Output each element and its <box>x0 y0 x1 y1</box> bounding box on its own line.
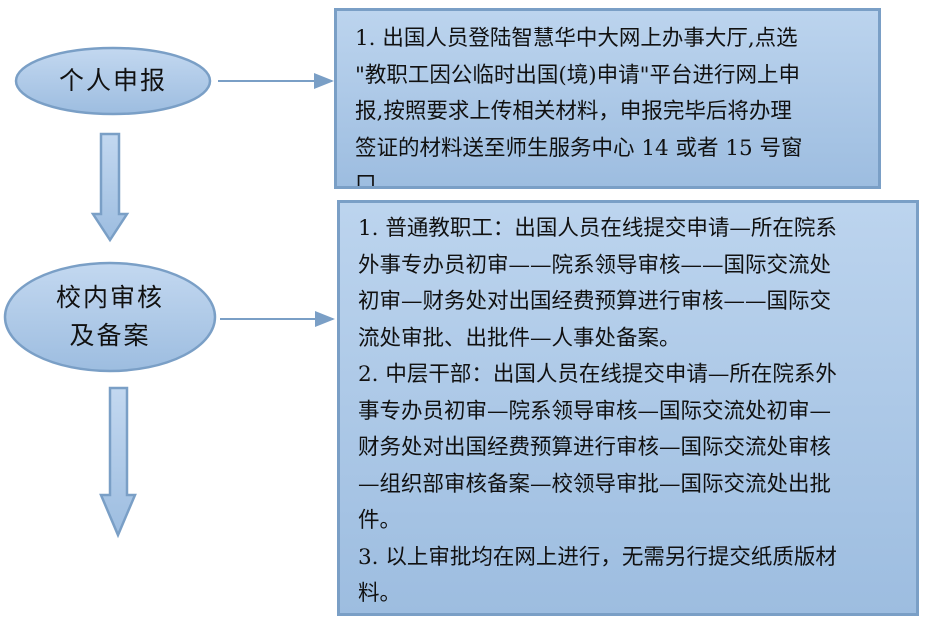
text-line: 料。 <box>358 581 402 606</box>
node-label: 校内审核 <box>55 283 164 312</box>
text-line: 初审—财务处对出国经费预算进行审核——国际交 <box>358 289 832 314</box>
text-line: 报,按照要求上传相关材料，申报完毕后将办理 <box>355 99 792 124</box>
text-line: 流处审批、出批件—人事处备案。 <box>358 325 681 351</box>
review-process-details: 1. 普通教职工：出国人员在线提交申请—所在院系 外事专办员初审——院系领导审核… <box>337 200 919 616</box>
internal-review-node: 校内审核 及备案 <box>5 263 215 371</box>
text-line: 3. 以上审批均在网上进行，无需另行提交纸质版材 <box>358 544 837 570</box>
down-arrow-2 <box>99 386 137 539</box>
text-line: "教职工因公临时出国(境)申请"平台进行网上申 <box>355 62 801 88</box>
review-node-shape <box>3 261 217 373</box>
personal-report-details: 1. 出国人员登陆智慧华中大网上办事大厅,点选 "教职工因公临时出国(境)申请"… <box>334 8 881 189</box>
personal-node-shape <box>14 46 212 116</box>
text-line: 签证的材料送至师生服务中心 14 或者 15 号窗 <box>355 135 803 161</box>
node-label: 个人申报 <box>58 66 167 95</box>
text-line: 财务处对出国经费预算进行审核—国际交流处审核 <box>358 435 832 460</box>
text-line: 事专办员初审—院系领导审核—国际交流处初审— <box>358 398 832 424</box>
text-line: —组织部审核备案—校领导审批—国际交流处出批 <box>358 471 832 497</box>
text-line: 1. 出国人员登陆智慧华中大网上办事大厅,点选 <box>355 26 798 51</box>
node-label: 及备案 <box>69 321 151 350</box>
down-arrow-1 <box>90 132 130 243</box>
text-line: 2. 中层干部：出国人员在线提交申请—所在院系外 <box>358 362 837 387</box>
text-line: 外事专办员初审——院系领导审核——国际交流处 <box>358 252 832 278</box>
personal-report-node: 个人申报 <box>16 48 210 114</box>
text-line: 口 <box>355 172 377 189</box>
text-line: 件。 <box>358 508 402 533</box>
text-line: 1. 普通教职工：出国人员在线提交申请—所在院系 <box>358 216 837 241</box>
